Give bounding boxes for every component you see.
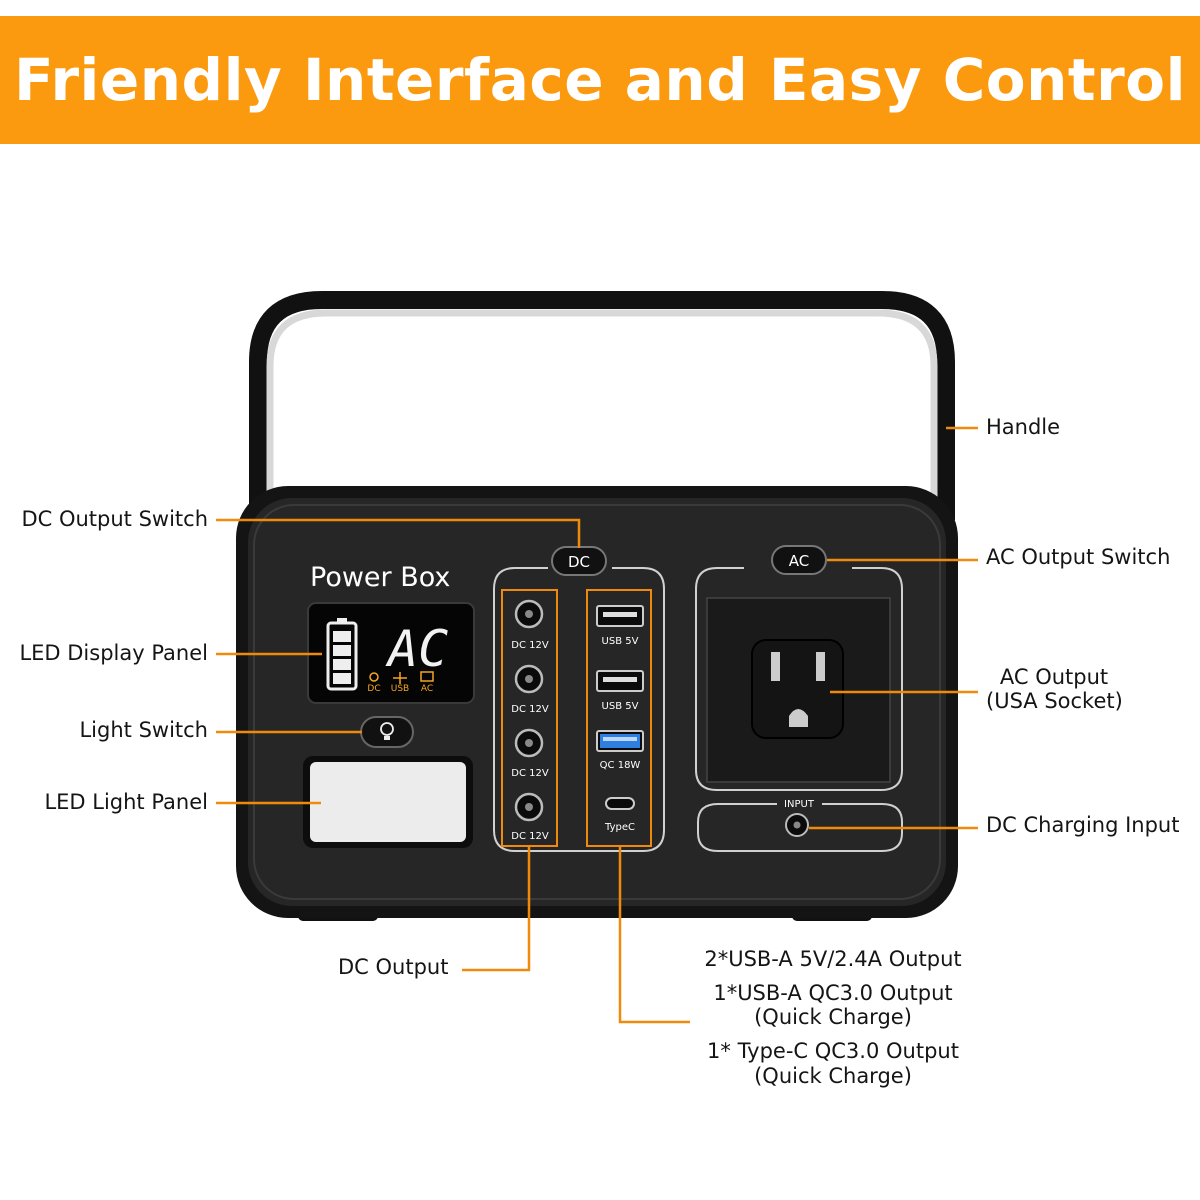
light-switch-button[interactable]	[360, 716, 414, 748]
bulb-icon	[380, 722, 394, 736]
handle	[249, 291, 955, 520]
dc-output-label: DC Output	[338, 955, 449, 979]
ac-output-label: AC Output (USA Socket)	[986, 665, 1123, 714]
usb-a-port-2[interactable]: USB 5V	[596, 670, 644, 712]
ac-indicator-icon	[420, 671, 434, 682]
usb-qc-port-label: QC 18W	[600, 760, 641, 771]
ac-socket[interactable]	[751, 639, 844, 739]
dc-switch-label: DC	[568, 553, 590, 571]
type-c-output-line: 1* Type-C QC3.0 Output	[707, 1039, 959, 1064]
usb-a-port-1-label: USB 5V	[602, 636, 639, 647]
page-title: Friendly Interface and Easy Control	[14, 46, 1186, 114]
usb-indicator-icon	[393, 672, 407, 684]
dc-indicator-icon	[369, 672, 379, 682]
display-mode-text: AC	[385, 620, 448, 678]
dc-port-3[interactable]: DC 12V	[511, 728, 549, 779]
ac-switch-label: AC	[789, 552, 809, 570]
led-display: AC DC USB AC	[307, 602, 475, 704]
dc-switch[interactable]: DC	[551, 546, 607, 576]
handle-label: Handle	[986, 415, 1061, 439]
usb-outputs-label: 2*USB-A 5V/2.4A Output 1*USB-A QC3.0 Out…	[690, 947, 976, 1088]
led-light-panel	[303, 756, 473, 848]
usb-a-output-line: 2*USB-A 5V/2.4A Output	[704, 947, 962, 971]
indicator-dc: DC	[367, 684, 380, 694]
display-indicators: DC USB AC	[367, 671, 434, 694]
ac-output-label-line-1: AC Output	[999, 665, 1109, 689]
usb-a-port-2-label: USB 5V	[602, 701, 639, 712]
ac-output-label-line-2: (USA Socket)	[986, 689, 1123, 714]
usb-qc-output-note: (Quick Charge)	[754, 1005, 912, 1030]
dc-port-4-label: DC 12V	[511, 831, 549, 842]
dc-port-2[interactable]: DC 12V	[511, 664, 549, 715]
indicator-usb: USB	[391, 684, 409, 694]
usb-qc-port[interactable]: QC 18W	[596, 730, 644, 771]
dc-charging-input-label: DC Charging Input	[986, 813, 1180, 837]
dc-port-1-label: DC 12V	[511, 640, 549, 651]
led-light-panel-label: LED Light Panel	[44, 790, 208, 814]
dc-port-2-label: DC 12V	[511, 704, 549, 715]
dc-port-1[interactable]: DC 12V	[511, 599, 549, 651]
usb-c-port[interactable]: TypeC	[604, 797, 635, 833]
input-label: INPUT	[784, 799, 815, 810]
type-c-output-note: (Quick Charge)	[754, 1063, 912, 1088]
ac-switch[interactable]: AC	[771, 545, 827, 575]
dc-charging-input-port[interactable]	[785, 813, 809, 837]
ac-output-switch-label: AC Output Switch	[986, 545, 1171, 569]
usb-a-port-1[interactable]: USB 5V	[596, 605, 644, 647]
dc-port-3-label: DC 12V	[511, 768, 549, 779]
usb-c-port-label: TypeC	[604, 822, 635, 833]
light-switch-label: Light Switch	[79, 718, 208, 742]
dc-output-switch-label: DC Output Switch	[21, 507, 208, 531]
callout-leaders	[216, 426, 978, 1024]
brand-logo: Power Box	[310, 562, 450, 593]
usb-qc-output-line: 1*USB-A QC3.0 Output	[713, 981, 953, 1006]
indicator-ac: AC	[421, 684, 433, 694]
title-banner: Friendly Interface and Easy Control	[0, 16, 1200, 144]
dc-port-4[interactable]: DC 12V	[511, 792, 549, 842]
battery-icon	[326, 618, 358, 691]
led-display-panel-label: LED Display Panel	[19, 641, 208, 665]
